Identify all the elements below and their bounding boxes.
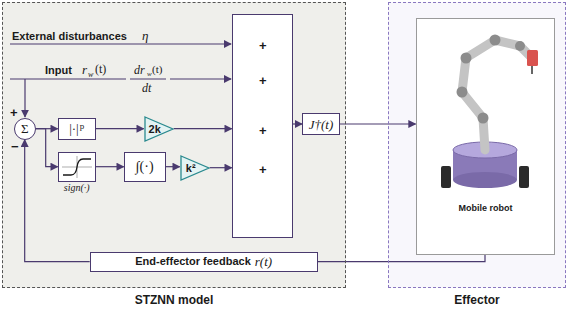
summing-block-text: +	[259, 38, 267, 51]
signal-label: +	[10, 106, 18, 119]
signal-wire	[293, 123, 302, 124]
sign-ground	[58, 152, 96, 182]
signal-wire	[318, 255, 485, 262]
signal-wire	[210, 167, 232, 168]
signal-label: r	[82, 63, 87, 76]
signal-label: Input	[45, 65, 72, 76]
abs-power-box-text: p	[80, 122, 85, 131]
sign-box-text: sign(·)	[64, 183, 90, 193]
input-branch	[24, 79, 25, 117]
signal-label: dt	[142, 82, 151, 94]
summing-block-text: +	[259, 123, 267, 136]
jacobian-box: J†(t)	[302, 113, 340, 135]
gain-triangle-text: k²	[186, 162, 196, 173]
feedback-box: End-effector feedback r(t)	[90, 252, 318, 272]
effector-panel-text: Effector	[454, 294, 499, 306]
sign-box: sign(·)	[58, 152, 96, 182]
signal-label: (t)	[95, 63, 106, 75]
sum-circle-text: Σ	[21, 122, 29, 135]
gain-triangle: k²	[180, 155, 210, 181]
summing-block: + + + +	[232, 14, 293, 238]
sum-circle: Σ	[14, 118, 36, 140]
derivative-wire	[170, 78, 231, 79]
panel-ground	[2, 2, 346, 288]
signal-label: w	[147, 71, 152, 78]
model-panel: ++++Σ|·|p2ksign(·)∫(·)k²End-effector fee…	[2, 2, 346, 288]
signal-wire	[174, 128, 232, 129]
robot-illustration	[441, 35, 538, 189]
abs-power-box: |·|p	[58, 118, 96, 140]
signal-wire	[166, 166, 180, 167]
robot-box: Mobile robot	[416, 18, 555, 255]
signal-wire	[96, 166, 124, 167]
jacobian-box-text: J†(t)	[309, 118, 334, 131]
summing-block-text: +	[259, 162, 267, 175]
sign-symbol	[62, 156, 92, 178]
input-wire	[10, 78, 126, 79]
panel-ground	[388, 2, 566, 288]
signal-label: (t)	[152, 64, 162, 75]
signal-label: η	[142, 29, 148, 42]
integral-box-text: ∫(·)	[136, 160, 154, 174]
gain-triangle: 2k	[144, 116, 174, 142]
integral-box: ∫(·)	[124, 152, 166, 182]
abs-power-box-text: |·|	[69, 122, 79, 135]
effector-panel: Mobile robotEffector	[388, 2, 566, 288]
signal-label: w	[88, 71, 93, 79]
signal-label: External disturbances	[12, 31, 127, 42]
robot-box-text: Mobile robot	[459, 203, 513, 212]
feedback-box-text: End-effector feedback	[135, 256, 251, 267]
summing-block-text: +	[259, 73, 267, 86]
signal-label: dr	[134, 64, 145, 76]
signal-wire	[340, 123, 416, 124]
disturbance-wire	[10, 43, 231, 44]
signal-wire	[36, 129, 58, 167]
feedback-box-text: r(t)	[255, 255, 272, 268]
robot-ground	[416, 18, 555, 255]
signal-label: −	[11, 140, 19, 153]
model-panel-text: STZNN model	[135, 294, 214, 306]
fraction-bar	[130, 78, 166, 79]
signal-wire	[96, 128, 144, 129]
gain-triangle-text: 2k	[149, 123, 161, 134]
